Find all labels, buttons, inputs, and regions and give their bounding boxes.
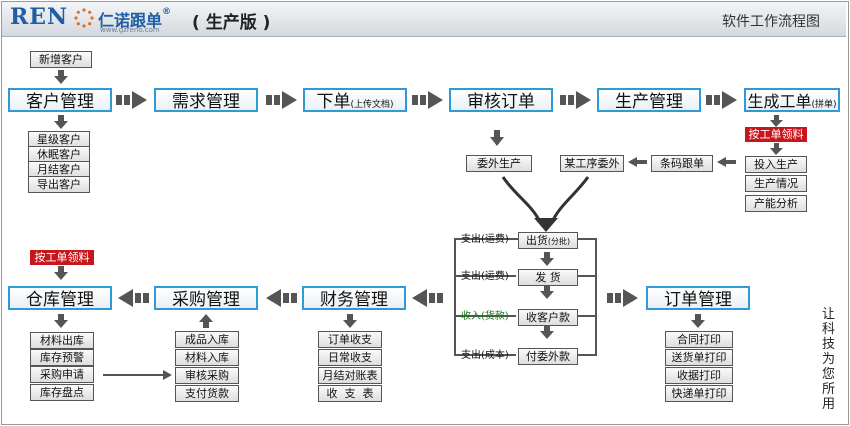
down-arrow-ship <box>540 252 554 266</box>
collect-payment-box[interactable]: 收客户款 <box>518 309 578 326</box>
deliver-goods-box[interactable]: 发 货 <box>518 269 578 286</box>
finance-item-daily-budget[interactable]: 日常收支 <box>318 349 382 366</box>
down-arrow-putin <box>770 143 783 155</box>
down-arrow-pick <box>770 115 783 127</box>
customer-management-box[interactable]: 客户管理 <box>8 88 112 112</box>
pick-material-tag-top: 按工单领料 <box>745 127 807 142</box>
down-arrow-warehouse <box>54 314 68 328</box>
flow-arrow-9 <box>607 289 638 307</box>
order-management-box[interactable]: 订单管理 <box>646 286 750 310</box>
purchase-item-material-in[interactable]: 材料入库 <box>175 349 239 366</box>
website: www.gzreno.com <box>100 26 160 34</box>
flow-arrow-6 <box>118 289 149 307</box>
down-arrow-new-customer <box>54 70 68 84</box>
outsource-production-box[interactable]: 委外生产 <box>466 155 532 172</box>
flow-arrow-4 <box>560 91 591 109</box>
finance-item-budget-table[interactable]: 收 支 表 <box>318 385 382 402</box>
down-arrow-finance <box>343 314 357 328</box>
edition-label: ( 生产版 ) <box>192 13 271 33</box>
warehouse-management-box[interactable]: 仓库管理 <box>8 286 112 310</box>
label-cost: 支出(成本) <box>461 350 509 361</box>
flow-arrow-1 <box>116 91 147 109</box>
pick-material-tag-bottom: 按工单领料 <box>30 250 94 265</box>
purchase-management-box[interactable]: 采购管理 <box>154 286 258 310</box>
down-arrow-customer-types <box>54 115 68 129</box>
flow-arrow-2 <box>266 91 297 109</box>
warehouse-item-purchase-request[interactable]: 采购申请 <box>30 366 94 383</box>
down-arrow-deliver <box>540 285 554 299</box>
label-freight-1: 支出(运费) <box>461 234 509 245</box>
flow-arrow-7 <box>266 289 297 307</box>
warehouse-item-stock-alert[interactable]: 库存预警 <box>30 349 94 366</box>
process-outsource-box[interactable]: 某工序委外 <box>560 155 624 172</box>
arrow-request-to-review <box>103 370 172 380</box>
order-item-receipt-print[interactable]: 收据打印 <box>665 367 733 384</box>
production-management-box[interactable]: 生产管理 <box>597 88 701 112</box>
left-arrow-putin <box>717 157 736 167</box>
flow-arrow-5 <box>706 91 737 109</box>
barcode-tracking-box[interactable]: 条码跟单 <box>651 155 713 172</box>
flow-arrow-3 <box>412 91 443 109</box>
review-order-box[interactable]: 审核订单 <box>449 88 553 112</box>
order-item-contract-print[interactable]: 合同打印 <box>665 331 733 348</box>
slogan-vertical: 让科技为您所用 <box>822 307 836 412</box>
left-arrow-barcode <box>628 157 647 167</box>
finance-management-box[interactable]: 财务管理 <box>302 286 406 310</box>
order-item-delivery-print[interactable]: 送货单打印 <box>665 349 733 366</box>
demand-management-box[interactable]: 需求管理 <box>154 88 258 112</box>
capacity-analysis-box[interactable]: 产能分析 <box>745 195 807 212</box>
customer-type-export[interactable]: 导出客户 <box>28 176 90 193</box>
logo-wordmark: REN <box>10 4 69 30</box>
down-arrow-outsource <box>490 130 504 146</box>
customer-type-star[interactable]: 星级客户 <box>28 131 90 148</box>
warehouse-item-inventory[interactable]: 库存盘点 <box>30 384 94 401</box>
label-income: 收入(货款) <box>461 311 509 322</box>
down-arrow-bottom-pick <box>54 266 68 280</box>
converge-curves <box>501 176 590 223</box>
customer-type-dormant[interactable]: 休眠客户 <box>28 146 90 163</box>
generate-workorder-box[interactable]: 生成工单(拼单) <box>744 88 840 112</box>
finance-item-monthly-statement[interactable]: 月结对账表 <box>318 367 382 384</box>
down-arrow-orders <box>691 314 705 328</box>
put-into-production-box[interactable]: 投入生产 <box>745 156 807 173</box>
purchase-item-product-in[interactable]: 成品入库 <box>175 331 239 348</box>
new-customer-button[interactable]: 新增客户 <box>30 51 92 68</box>
order-item-express-print[interactable]: 快递单打印 <box>665 385 733 402</box>
logo-dot-ring-icon <box>74 8 94 28</box>
pay-outsource-box[interactable]: 付委外款 <box>518 348 578 365</box>
production-status-box[interactable]: 生产情况 <box>745 175 807 192</box>
company-name: 仁诺跟单® <box>98 7 172 30</box>
flow-title: 软件工作流程图 <box>722 14 820 30</box>
place-order-box[interactable]: 下单(上传文档) <box>303 88 407 112</box>
warehouse-item-material-out[interactable]: 材料出库 <box>30 332 94 349</box>
up-arrow-purchase <box>199 314 213 328</box>
header-bar: REN 仁诺跟单® www.gzreno.com ( 生产版 ) 软件工作流程图 <box>2 2 846 37</box>
label-freight-2: 支出(运费) <box>461 271 509 282</box>
flow-arrow-8 <box>412 289 443 307</box>
shipment-box[interactable]: 出货(分批) <box>518 232 578 249</box>
purchase-item-pay[interactable]: 支付货款 <box>175 385 239 402</box>
purchase-item-review[interactable]: 审核采购 <box>175 367 239 384</box>
down-arrow-collect <box>540 325 554 339</box>
finance-item-order-budget[interactable]: 订单收支 <box>318 331 382 348</box>
finance-bracket <box>454 238 597 356</box>
